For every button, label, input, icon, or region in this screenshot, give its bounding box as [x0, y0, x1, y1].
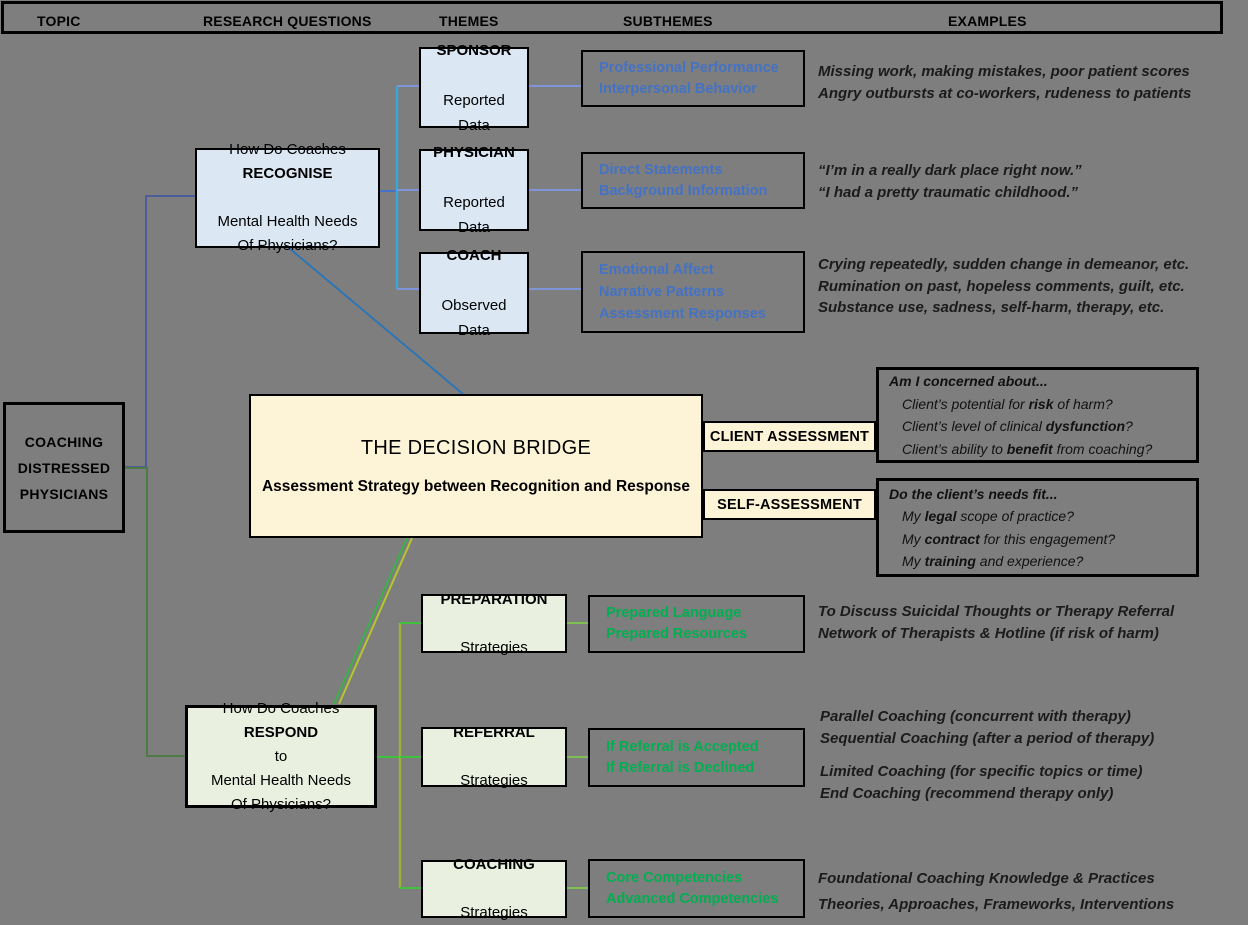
- theme-box-referral: REFERRAL Strategies: [421, 724, 567, 789]
- subtheme-box-coaching: Core Competencies Advanced Competencies: [588, 859, 805, 918]
- self-assessment-label: SELF-ASSESSMENT: [703, 489, 876, 520]
- client-assessment-question-1: Client’s potential for risk of harm?: [902, 395, 1113, 412]
- client-assessment-label: CLIENT ASSESSMENT: [703, 421, 876, 452]
- header-label-examples: EXAMPLES: [948, 13, 1027, 29]
- header-label-themes: THEMES: [439, 13, 499, 29]
- connector-topic-respond: [125, 467, 185, 757]
- subtheme-box-physician: Direct Statements Background Information: [581, 152, 805, 209]
- decision-bridge-title: THE DECISION BRIDGE: [360, 436, 592, 459]
- theme-box-coaching: COACHING Strategies: [421, 856, 567, 921]
- theme-box-coach: COACH Observed Data: [419, 247, 529, 339]
- header-label-topic: TOPIC: [37, 13, 81, 29]
- topic-box: COACHING DISTRESSED PHYSICIANS: [3, 402, 125, 533]
- client-assessment-heading: Am I concerned about...: [889, 373, 1048, 389]
- theme-box-physician: PHYSICIAN Reported Data: [419, 144, 529, 236]
- self-assessment-question-1: My legal scope of practice?: [902, 508, 1074, 524]
- example-preparation: To Discuss Suicidal Thoughts or Therapy …: [818, 603, 1175, 642]
- example-referral-declined: Limited Coaching (for specific topics or…: [820, 763, 1143, 802]
- connector-topic-recognise: [125, 195, 195, 468]
- header-bar: TOPIC RESEARCH QUESTIONS THEMES SUBTHEME…: [1, 1, 1223, 34]
- decision-bridge-box: THE DECISION BRIDGE Assessment Strategy …: [249, 394, 703, 538]
- header-label-research-questions: RESEARCH QUESTIONS: [203, 13, 372, 29]
- question-box-respond: How Do Coaches RESPOND to Mental Health …: [185, 700, 377, 813]
- example-coaching: Foundational Coaching Knowledge & Practi…: [818, 870, 1175, 913]
- header-label-subthemes: SUBTHEMES: [623, 13, 713, 29]
- self-assessment-question-2: My contract for this engagement?: [902, 530, 1116, 547]
- connector-bridge-respond-green: [333, 537, 408, 705]
- self-assessment-heading: Do the client’s needs fit...: [889, 485, 1058, 502]
- self-assessment-questions-box: Do the client’s needs fit... My legal sc…: [876, 478, 1199, 577]
- theme-box-preparation: PREPARATION Strategies: [421, 591, 567, 656]
- client-assessment-question-2: Client’s level of clinical dysfunction?: [902, 418, 1133, 434]
- subtheme-box-preparation: Prepared Language Prepared Resources: [588, 595, 805, 653]
- theme-box-sponsor: SPONSOR Reported Data: [419, 42, 529, 134]
- question-box-recognise: How Do Coaches RECOGNISE Mental Health N…: [195, 141, 380, 254]
- self-assessment-question-3: My training and experience?: [902, 553, 1084, 569]
- example-physician: “I’m in a really dark place right now.” …: [818, 162, 1082, 201]
- subtheme-box-referral: If Referral is Accepted If Referral is D…: [588, 728, 805, 787]
- client-assessment-questions-box: Am I concerned about... Client’s potenti…: [876, 367, 1199, 463]
- example-sponsor: Missing work, making mistakes, poor pati…: [818, 63, 1192, 102]
- example-referral-accepted: Parallel Coaching (concurrent with thera…: [820, 708, 1155, 747]
- decision-bridge-subtitle: Assessment Strategy between Recognition …: [261, 477, 691, 495]
- subtheme-box-coach: Emotional Affect Narrative Patterns Asse…: [581, 251, 805, 333]
- client-assessment-question-3: Client’s ability to benefit from coachin…: [902, 440, 1153, 457]
- connector-bridge-respond-yellow: [338, 537, 413, 705]
- example-coach: Crying repeatedly, sudden change in deme…: [818, 256, 1190, 316]
- subtheme-box-sponsor: Professional Performance Interpersonal B…: [581, 50, 805, 107]
